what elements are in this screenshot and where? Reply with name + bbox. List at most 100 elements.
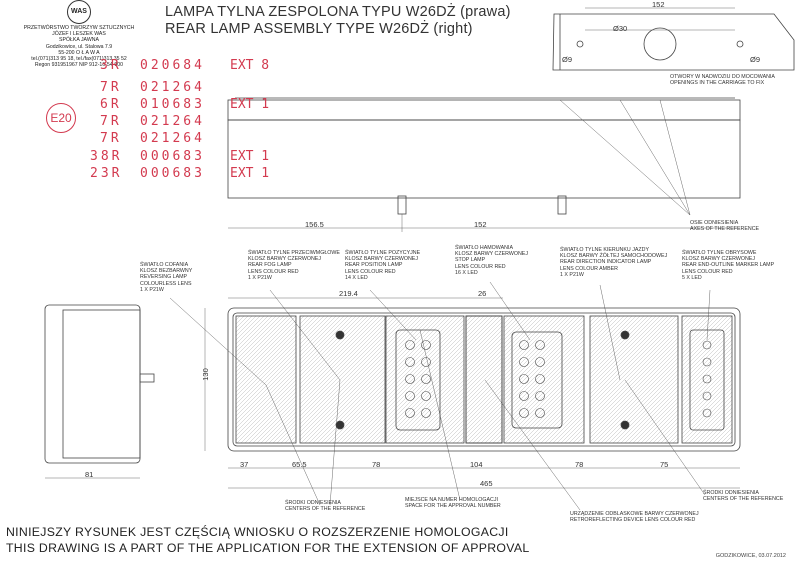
axes-note-en: AXES OF THE REFERENCE <box>690 226 760 233</box>
note-line: URZĄDZENIE ODBLASKOWE BARWY CZERWONEJ <box>570 511 699 517</box>
note-line: RETROREFLECTING DEVICE LENS COLOUR RED <box>570 517 696 524</box>
stamp-number: 020684 <box>140 58 205 73</box>
callout-line: LENS COLOUR RED <box>345 268 396 275</box>
callout-spec: 5 x LED <box>682 274 702 281</box>
mounting-plate-view <box>552 7 795 71</box>
callout-line: STOP LAMP <box>455 257 486 264</box>
lamp-end-view <box>44 304 155 479</box>
callout-line: REAR DIRECTION INDICATOR LAMP <box>560 259 652 266</box>
company-logo: WAS <box>67 0 91 24</box>
stamp-ext: EXT 8 <box>230 58 270 73</box>
approval-space-note: MIEJSCE NA NUMER HOMOLOGACJI SPACE FOR T… <box>405 497 501 509</box>
centers-note-left: ŚRODKI ODNIESIENIA CENTERS OF THE REFERE… <box>285 500 365 512</box>
footer-line-english: THIS DRAWING IS A PART OF THE APPLICATIO… <box>6 541 530 555</box>
callout-line: ŚWIATŁO TYLNE OBRYSOWE <box>682 250 757 256</box>
stamp-number: 021264 <box>140 131 205 146</box>
callout-line: LENS COLOUR RED <box>682 268 733 275</box>
callout-line: REAR END-OUTLINE MARKER LAMP <box>682 262 775 269</box>
callout-line: KLOSZ BEZBARWNY <box>140 268 193 275</box>
dim-pin-right: Ø9 <box>750 55 761 64</box>
stamp-number: 000683 <box>140 166 205 181</box>
callout-line: LENS COLOUR AMBER <box>560 265 618 272</box>
dim-81: 81 <box>85 470 94 479</box>
company-line: Regon 931951967 NIP 912-16-54-900 <box>34 62 124 69</box>
dim-side-mid: 152 <box>474 220 487 229</box>
stamp-prefix: 7R <box>100 114 122 129</box>
callout-line: KLOSZ BARWY CZERWONEJ <box>455 251 528 258</box>
stamp-prefix: 3R <box>100 58 122 73</box>
dim-104: 104 <box>470 460 483 469</box>
callout-line: ŚWIATŁO TYLNE POZYCYJNE <box>345 250 421 256</box>
stamp-number: 010683 <box>140 97 205 112</box>
stamp-prefix: 7R <box>100 131 122 146</box>
dim-pin-left: Ø9 <box>562 55 573 64</box>
callout-position: ŚWIATŁO TYLNE POZYCYJNE KLOSZ BARWY CZER… <box>345 250 420 281</box>
dim-65-5: 65.5 <box>292 460 307 469</box>
callout-marker: ŚWIATŁO TYLNE OBRYSOWE KLOSZ BARWY CZERW… <box>682 250 774 281</box>
dim-219: 219.4 <box>339 289 358 298</box>
dim-width: 152 <box>652 0 665 9</box>
note-line: CENTERS OF THE REFERENCE <box>285 506 366 513</box>
dim-78-left: 78 <box>372 460 381 469</box>
dim-78-right: 78 <box>575 460 584 469</box>
callout-line: KLOSZ BARWY CZERWONEJ <box>682 256 755 263</box>
holes-note-pl: OTWORY W NADWOZIU DO MOCOWANIA <box>670 74 775 80</box>
stamp-number: 000683 <box>140 149 205 164</box>
callout-spec: 1 x P21W <box>248 274 272 281</box>
callout-reversing: ŚWIATŁO COFANIA KLOSZ BEZBARWNY REVERSIN… <box>140 262 192 293</box>
company-line: JÓZEF I LESZEK WAS <box>52 31 106 38</box>
callout-line: KLOSZ BARWY ŻÓŁTEJ SAMOCHODOWEJ <box>560 253 668 260</box>
callout-line: KLOSZ BARWY CZERWONEJ <box>345 256 418 263</box>
holes-note: OTWORY W NADWOZIU DO MOCOWANIA OPENINGS … <box>670 74 775 86</box>
callout-spec: 16 x LED <box>455 269 478 276</box>
dim-37: 37 <box>240 460 249 469</box>
note-line: SPACE FOR THE APPROVAL NUMBER <box>405 503 501 510</box>
callout-fog: ŚWIATŁO TYLNE PRZECIWMGŁOWE KLOSZ BARWY … <box>248 250 340 281</box>
drawing-title: LAMPA TYLNA ZESPOLONA TYPU W26DŻ (prawa)… <box>165 4 511 38</box>
signature-date: GODZIKOWICE, 03.07.2012 <box>715 553 786 559</box>
stamp-prefix: 7R <box>100 80 122 95</box>
callout-stop: ŚWIATŁO HAMOWANIA KLOSZ BARWY CZERWONEJ … <box>455 245 528 276</box>
led-clusters <box>405 340 712 418</box>
lamp-front-view <box>204 297 741 489</box>
note-line: ŚRODKI ODNIESIENIA <box>285 500 341 506</box>
dim-130: 130 <box>200 368 210 381</box>
callout-line: ŚWIATŁO HAMOWANIA <box>455 245 513 251</box>
axes-note-pl: OSIE ODNIESIENIA <box>690 220 739 226</box>
stamp-ext: EXT 1 <box>230 149 270 164</box>
company-line: Godzikowice, ul. Stalowa 7.9 <box>45 43 113 50</box>
note-line: CENTERS OF THE REFERENCE <box>703 496 784 503</box>
dim-75: 75 <box>660 460 669 469</box>
company-line: PRZETWÓRSTWO TWORZYW SZTUCZNYCH <box>23 25 135 31</box>
title-english: REAR LAMP ASSEMBLY TYPE W26DŻ (right) <box>165 21 473 37</box>
stamp-ext: EXT 1 <box>230 97 270 112</box>
callout-spec: 1 x P21W <box>560 271 584 278</box>
callout-line: ŚWIATŁO COFANIA <box>140 262 189 268</box>
stamp-prefix: 38R <box>90 149 123 164</box>
company-line: 55-200 O Ł A W A <box>58 49 100 56</box>
note-line: ŚRODKI ODNIESIENIA <box>703 490 759 496</box>
footer-line-polish: NINIEJSZY RYSUNEK JEST CZĘŚCIĄ WNIOSKU O… <box>6 525 509 539</box>
callout-line: REAR FOG LAMP <box>248 262 292 269</box>
note-line: MIEJSCE NA NUMER HOMOLOGACJI <box>405 497 499 503</box>
callout-line: ŚWIATŁO TYLNE KIERUNKU JAZDY <box>560 247 649 253</box>
company-line: SPÓŁKA JAWNA <box>59 37 99 44</box>
callout-indicator: ŚWIATŁO TYLNE KIERUNKU JAZDY KLOSZ BARWY… <box>560 247 667 278</box>
stamp-prefix: 23R <box>90 166 123 181</box>
centers-note-right: ŚRODKI ODNIESIENIA CENTERS OF THE REFERE… <box>703 490 783 502</box>
callout-line: ŚWIATŁO TYLNE PRZECIWMGŁOWE <box>248 250 340 256</box>
company-logo-block: WAS PRZETWÓRSTWO TWORZYW SZTUCZNYCH JÓZE… <box>4 0 154 68</box>
dim-465: 465 <box>480 479 493 488</box>
callout-line: LENS COLOUR RED <box>455 263 506 270</box>
stamp-number: 021264 <box>140 114 205 129</box>
callout-line: REVERSING LAMP <box>140 274 188 281</box>
axes-note: OSIE ODNIESIENIA AXES OF THE REFERENCE <box>690 220 759 232</box>
dim-26: 26 <box>478 289 487 298</box>
callout-line: KLOSZ BARWY CZERWONEJ <box>248 256 321 263</box>
callout-spec: 14 x LED <box>345 274 368 281</box>
callout-line: COLOURLESS LENS <box>140 280 192 287</box>
stamp-prefix: 6R <box>100 97 122 112</box>
callout-line: REAR POSITION LAMP <box>345 262 403 269</box>
company-line: tel.(071)313 95 18, tel./fax(071)313 35 … <box>31 56 127 63</box>
